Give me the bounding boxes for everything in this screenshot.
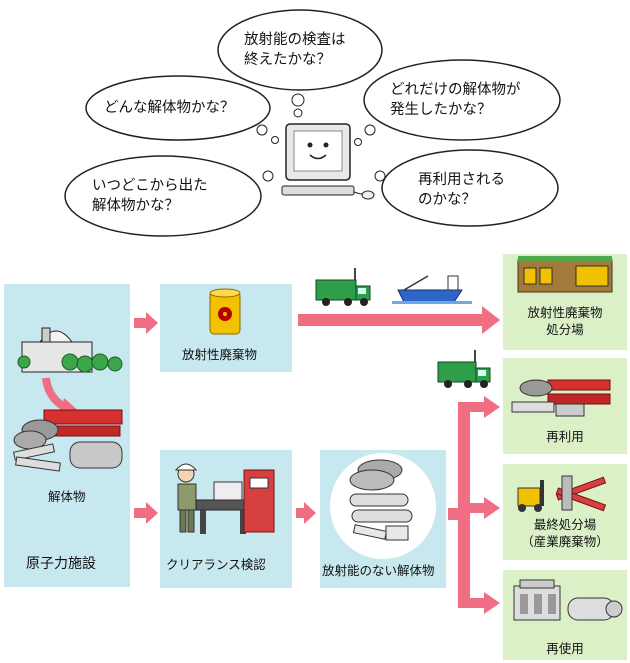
- clearance-label: クリアランス検認: [166, 557, 266, 572]
- disposal-site-icon: [517, 256, 613, 293]
- facility-name: 原子力施設: [26, 556, 96, 572]
- debris-pile-icon: [13, 409, 123, 472]
- thought-text-how-much: どれだけの解体物が 発生したかな？: [390, 82, 521, 118]
- destination-recycle-label: 再利用: [546, 429, 584, 444]
- truck-icon-middle: [437, 350, 491, 388]
- thought-cloud-how-much: [363, 59, 561, 141]
- radioactive-drum-icon: [209, 288, 241, 335]
- destination-disposal-label: 放射性廃棄物 処分場: [527, 305, 603, 337]
- thought-cloud-when-where: [64, 155, 262, 237]
- thought-text-what-debris: どんな解体物かな？: [104, 100, 235, 116]
- thought-text-inspection: 放射能の検査は 終えたかな？: [244, 32, 346, 68]
- facility-debris-label: 解体物: [48, 489, 86, 504]
- clean-debris-icon: [349, 459, 413, 541]
- truck-icon-top: [315, 268, 371, 306]
- thought-text-when-where: いつどこから出た 解体物かな？: [92, 178, 208, 214]
- non-radioactive-label: 放射能のない解体物: [322, 563, 435, 578]
- trees-icon: [17, 353, 123, 373]
- ship-icon: [392, 275, 472, 304]
- thought-cloud-reuse: [381, 149, 559, 227]
- flow-arrows: [134, 306, 500, 614]
- landfill-forklift-icon: [517, 475, 607, 512]
- inspector-worker-icon: [174, 463, 198, 533]
- measurement-machine-icon: [195, 469, 275, 534]
- thought-text-reuse: 再利用される のかな？: [418, 172, 505, 208]
- destination-reuse-label: 再使用: [546, 641, 584, 656]
- reuse-facility-icon: [513, 579, 623, 621]
- destination-landfill-label: 最終処分場 （産業廃棄物）: [521, 517, 609, 549]
- computer-character-icon: [281, 123, 375, 200]
- recycle-materials-icon: [511, 379, 611, 417]
- radioactive-waste-label: 放射性廃棄物: [182, 347, 258, 362]
- thought-cloud-inspection: [217, 9, 383, 91]
- thought-cloud-what-debris: [85, 75, 271, 141]
